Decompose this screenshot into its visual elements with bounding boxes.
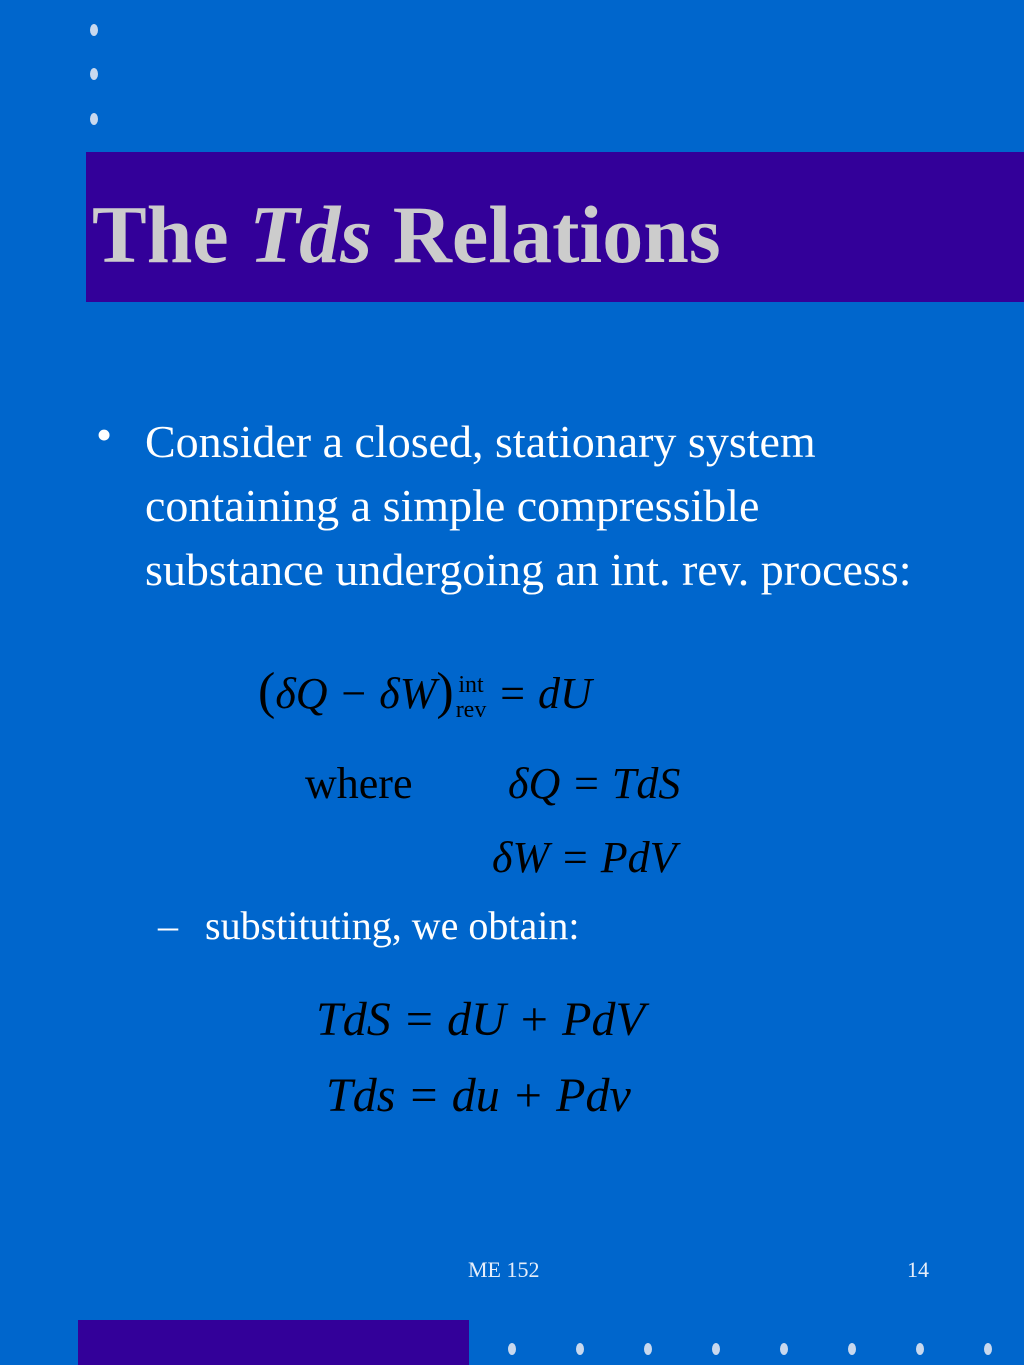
decor-dot [848, 1343, 856, 1355]
decor-dot [508, 1343, 516, 1355]
title-suffix: Relations [392, 189, 721, 280]
subscript-int: int [458, 671, 484, 698]
slide-title: The Tds Relations [92, 194, 721, 276]
bullet-text: Consider a closed, stationary system con… [145, 416, 912, 595]
sub-bullet-dash: – [158, 903, 178, 948]
energy-lhs: δQ − δW [275, 669, 437, 718]
heat-equation: δQ = TdS [508, 759, 681, 808]
where-label: where [305, 759, 413, 808]
bullet-mark: • [96, 409, 113, 460]
close-paren: ) [436, 663, 454, 720]
tds-equation-extensive: TdS = dU + PdV [316, 993, 645, 1046]
bottom-band [78, 1320, 469, 1365]
decor-dot [984, 1343, 992, 1355]
decor-dot [644, 1343, 652, 1355]
title-band [86, 152, 1024, 302]
energy-rhs: = dU [497, 669, 592, 718]
sub-bullet-text: substituting, we obtain: [205, 903, 580, 948]
decor-dot [780, 1343, 788, 1355]
title-prefix: The [92, 189, 229, 280]
tds-equation-intensive: Tds = du + Pdv [326, 1069, 631, 1122]
decor-dot [90, 113, 98, 125]
footer-course: ME 152 [468, 1257, 540, 1282]
subscript-rev: rev [455, 696, 487, 723]
decor-dot [576, 1343, 584, 1355]
work-equation: δW = PdV [492, 833, 677, 882]
title-italic: Tds [249, 189, 373, 280]
decor-dot [916, 1343, 924, 1355]
footer-page-number: 14 [907, 1257, 929, 1282]
decor-dot [712, 1343, 720, 1355]
open-paren: ( [258, 663, 276, 720]
decor-dot [90, 68, 98, 80]
decor-dot [90, 24, 98, 36]
